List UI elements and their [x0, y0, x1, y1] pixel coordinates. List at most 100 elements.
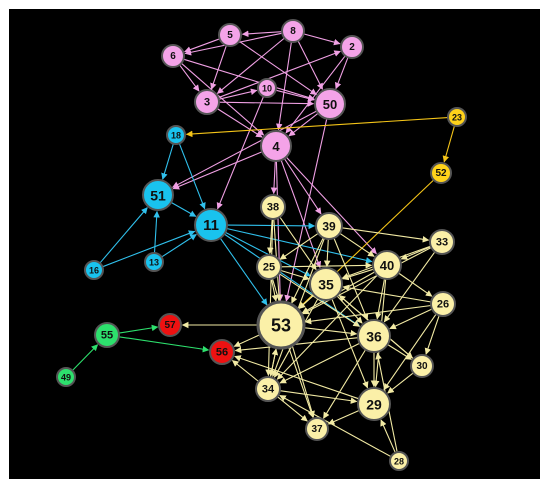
node-circle-2[interactable] [340, 35, 364, 59]
node-label-38: 38 [267, 202, 279, 214]
edge-8-4 [276, 41, 292, 131]
edge-39-34 [271, 238, 325, 378]
node-circle-36[interactable] [357, 319, 391, 353]
node-circle-50[interactable] [314, 88, 346, 120]
node-8[interactable]: 8 [281, 19, 305, 43]
node-label-6: 6 [170, 51, 176, 62]
node-57[interactable]: 57 [158, 313, 182, 337]
edge-26-53 [304, 304, 432, 325]
edge-28-34 [279, 395, 392, 458]
node-4[interactable]: 4 [260, 130, 292, 162]
node-circle-56[interactable] [209, 339, 235, 365]
node-6[interactable]: 6 [161, 44, 185, 68]
node-28[interactable]: 28 [389, 451, 409, 471]
node-circle-52[interactable] [430, 162, 452, 184]
edge-39-33 [341, 227, 430, 243]
node-53[interactable]: 53 [256, 300, 306, 350]
node-circle-38[interactable] [260, 194, 286, 220]
node-circle-30[interactable] [410, 354, 434, 378]
edge-4-35 [280, 159, 322, 269]
node-label-39: 39 [322, 220, 336, 234]
node-circle-35[interactable] [309, 267, 343, 301]
node-circle-23[interactable] [447, 107, 467, 127]
node-label-30: 30 [416, 361, 428, 372]
edge-36-34 [279, 342, 360, 384]
node-39[interactable]: 39 [315, 212, 343, 240]
edge-38-25 [267, 218, 274, 255]
edge-55-57 [118, 324, 159, 334]
edge-6-4 [180, 62, 265, 136]
edge-25-35 [280, 269, 310, 281]
node-circle-55[interactable] [94, 322, 120, 348]
node-circle-5[interactable] [218, 23, 242, 47]
node-label-18: 18 [171, 131, 181, 141]
edge-8-2 [303, 33, 341, 46]
node-circle-26[interactable] [430, 291, 456, 317]
node-circle-39[interactable] [315, 212, 343, 240]
node-circle-25[interactable] [256, 254, 282, 280]
node-5[interactable]: 5 [218, 23, 242, 47]
node-11[interactable]: 11 [194, 208, 228, 242]
edge-2-4 [285, 55, 346, 134]
node-40[interactable]: 40 [372, 250, 402, 280]
edge-26-29 [383, 313, 437, 391]
node-36[interactable]: 36 [357, 319, 391, 353]
node-23[interactable]: 23 [447, 107, 467, 127]
node-circle-49[interactable] [56, 367, 76, 387]
edge-39-53 [291, 237, 324, 304]
node-label-5: 5 [227, 30, 233, 41]
node-circle-28[interactable] [389, 451, 409, 471]
node-label-35: 35 [318, 277, 334, 293]
node-50[interactable]: 50 [314, 88, 346, 120]
node-circle-8[interactable] [281, 19, 305, 43]
node-52[interactable]: 52 [430, 162, 452, 184]
node-33[interactable]: 33 [429, 229, 455, 255]
node-circle-3[interactable] [194, 89, 220, 115]
node-30[interactable]: 30 [410, 354, 434, 378]
node-29[interactable]: 29 [357, 387, 391, 421]
node-circle-57[interactable] [158, 313, 182, 337]
edge-8-5 [241, 30, 283, 38]
node-25[interactable]: 25 [256, 254, 282, 280]
node-circle-4[interactable] [260, 130, 292, 162]
node-2[interactable]: 2 [340, 35, 364, 59]
edge-34-29 [279, 390, 358, 404]
edge-50-51 [172, 110, 317, 188]
edge-13-11 [161, 234, 197, 258]
node-circle-18[interactable] [166, 125, 186, 145]
node-circle-51[interactable] [142, 179, 174, 211]
edge-18-11 [178, 143, 206, 210]
edge-13-51 [153, 210, 160, 254]
node-55[interactable]: 55 [94, 322, 120, 348]
node-26[interactable]: 26 [430, 291, 456, 317]
node-circle-53[interactable] [256, 300, 306, 350]
node-16[interactable]: 16 [84, 260, 104, 280]
node-13[interactable]: 13 [144, 252, 164, 272]
node-37[interactable]: 37 [305, 417, 329, 441]
node-35[interactable]: 35 [309, 267, 343, 301]
node-circle-10[interactable] [257, 78, 277, 98]
node-circle-34[interactable] [255, 376, 281, 402]
node-circle-40[interactable] [372, 250, 402, 280]
edge-34-37 [276, 396, 308, 422]
node-34[interactable]: 34 [255, 376, 281, 402]
edge-3-4 [216, 108, 263, 138]
node-49[interactable]: 49 [56, 367, 76, 387]
node-circle-6[interactable] [161, 44, 185, 68]
node-51[interactable]: 51 [142, 179, 174, 211]
node-circle-33[interactable] [429, 229, 455, 255]
node-18[interactable]: 18 [166, 125, 186, 145]
edge-38-35 [279, 216, 317, 271]
node-circle-29[interactable] [357, 387, 391, 421]
edge-38-34 [265, 218, 274, 377]
node-38[interactable]: 38 [260, 194, 286, 220]
edge-40-26 [398, 272, 433, 297]
node-circle-37[interactable] [305, 417, 329, 441]
edge-10-11 [216, 96, 265, 210]
node-56[interactable]: 56 [209, 339, 235, 365]
node-circle-13[interactable] [144, 252, 164, 272]
node-circle-16[interactable] [84, 260, 104, 280]
node-10[interactable]: 10 [257, 78, 277, 98]
node-circle-11[interactable] [194, 208, 228, 242]
node-3[interactable]: 3 [194, 89, 220, 115]
